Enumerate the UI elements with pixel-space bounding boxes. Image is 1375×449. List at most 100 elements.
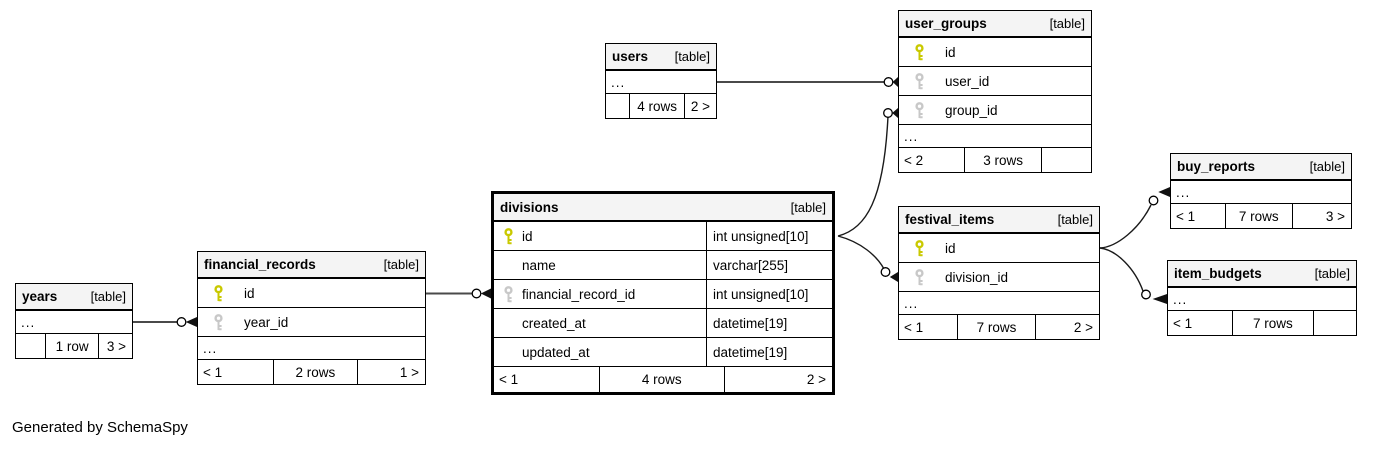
footer-children: 3 > <box>1291 204 1351 228</box>
column-name: id <box>244 285 255 301</box>
edge-years-to-financial_records-year_id <box>133 317 197 327</box>
footer-rowcount: 4 rows <box>598 367 724 392</box>
primary-key-icon <box>915 239 924 256</box>
table-name: festival_items <box>905 212 995 227</box>
table-tag: [table] <box>1309 159 1345 174</box>
table-item_budgets[interactable]: item_budgets [table] ... < 1 7 rows <box>1167 260 1357 336</box>
table-financial_records[interactable]: financial_records [table] id year_id ...… <box>197 251 426 385</box>
column-name: year_id <box>244 314 289 330</box>
table-divisions-footer: < 1 4 rows 2 > <box>494 367 832 392</box>
footer-children: 2 > <box>1035 315 1099 339</box>
table-years-footer: 1 row 3 > <box>16 334 132 358</box>
edge-users-to-user_groups <box>717 77 898 87</box>
edge-divisions-to-festival_items-division_id <box>837 235 898 282</box>
footer-rowcount: 7 rows <box>1225 204 1292 228</box>
column-type: int unsigned[10] <box>706 280 832 308</box>
table-users[interactable]: users [table] ... 4 rows 2 > <box>605 43 717 119</box>
edge-financial_records-to-divisions <box>426 288 491 299</box>
table-item_budgets-header: item_budgets [table] <box>1168 261 1356 288</box>
footer-rowcount: 4 rows <box>629 94 684 118</box>
table-tag: [table] <box>1314 266 1350 281</box>
ellipsis-row: ... <box>899 125 1091 148</box>
footer-parents: < 1 <box>1173 315 1193 331</box>
footer-parents: < 1 <box>499 372 519 387</box>
column-name: financial_record_id <box>522 286 636 302</box>
ellipsis-row: ... <box>1168 288 1356 311</box>
table-user_groups[interactable]: user_groups [table] id user_id group_id … <box>898 10 1092 173</box>
column-row: user_id <box>899 67 1091 96</box>
foreign-key-icon <box>504 285 513 302</box>
primary-key-icon <box>915 43 924 60</box>
footer-parents <box>16 334 45 358</box>
column-row: id <box>899 38 1091 67</box>
column-type: datetime[19] <box>706 309 832 337</box>
column-name: id <box>945 240 956 256</box>
footer-parents <box>606 94 629 118</box>
edge-festival_items-to-item_budgets <box>1099 247 1167 304</box>
table-financial_records-header: financial_records [table] <box>198 252 425 279</box>
ellipsis-row: ... <box>16 311 132 334</box>
column-name: name <box>522 257 556 273</box>
table-divisions-header: divisions [table] <box>494 194 832 222</box>
table-financial_records-footer: < 1 2 rows 1 > <box>198 360 425 384</box>
table-name: divisions <box>500 199 559 215</box>
column-name: group_id <box>945 102 998 118</box>
table-divisions[interactable]: divisions [table] id int unsigned[10] na… <box>491 191 835 395</box>
ellipsis-row: ... <box>606 71 716 94</box>
foreign-key-icon <box>915 268 924 285</box>
column-row: id <box>899 234 1099 263</box>
column-name: division_id <box>945 269 1009 285</box>
column-row: division_id <box>899 263 1099 292</box>
footer-parents: < 1 <box>904 319 924 335</box>
table-user_groups-header: user_groups [table] <box>899 11 1091 38</box>
table-name: buy_reports <box>1177 159 1256 174</box>
table-users-footer: 4 rows 2 > <box>606 94 716 118</box>
footer-parents: < 1 <box>203 364 223 380</box>
foreign-key-icon <box>915 101 924 118</box>
footer-parents: < 1 <box>1176 208 1196 224</box>
primary-key-icon <box>504 227 513 244</box>
table-years-header: years [table] <box>16 284 132 311</box>
table-tag: [table] <box>90 289 126 304</box>
footer-rowcount: 1 row <box>45 334 98 358</box>
ellipsis-row: ... <box>899 292 1099 315</box>
table-tag: [table] <box>1049 16 1085 31</box>
footer-rowcount: 7 rows <box>1231 311 1313 335</box>
column-name: id <box>945 44 956 60</box>
column-name: updated_at <box>522 344 590 360</box>
primary-key-icon <box>214 284 223 301</box>
table-festival_items-footer: < 1 7 rows 2 > <box>899 315 1099 339</box>
table-name: user_groups <box>905 16 987 31</box>
table-name: users <box>612 49 649 64</box>
table-buy_reports[interactable]: buy_reports [table] ... < 1 7 rows 3 > <box>1170 153 1352 229</box>
column-row: created_at datetime[19] <box>494 309 832 338</box>
footer-rowcount: 2 rows <box>272 360 357 384</box>
edge-divisions-to-user_groups-group_id <box>837 108 898 237</box>
column-row: name varchar[255] <box>494 251 832 280</box>
column-row: updated_at datetime[19] <box>494 338 832 367</box>
column-row: id int unsigned[10] <box>494 222 832 251</box>
column-row: group_id <box>899 96 1091 125</box>
table-name: financial_records <box>204 257 316 272</box>
column-row: year_id <box>198 308 425 337</box>
column-type: varchar[255] <box>706 251 832 279</box>
column-row: financial_record_id int unsigned[10] <box>494 280 832 309</box>
table-name: item_budgets <box>1174 266 1262 281</box>
table-item_budgets-footer: < 1 7 rows <box>1168 311 1356 335</box>
table-festival_items-header: festival_items [table] <box>899 207 1099 234</box>
table-tag: [table] <box>383 257 419 272</box>
table-user_groups-footer: < 2 3 rows <box>899 148 1091 172</box>
column-type: datetime[19] <box>706 338 832 366</box>
table-years[interactable]: years [table] ... 1 row 3 > <box>15 283 133 359</box>
footer-children <box>1312 311 1356 335</box>
footer-children: 3 > <box>98 334 132 358</box>
generator-note: Generated by SchemaSpy <box>12 419 188 436</box>
table-festival_items[interactable]: festival_items [table] id division_id ..… <box>898 206 1100 340</box>
table-tag: [table] <box>790 199 826 215</box>
column-name: user_id <box>945 73 990 89</box>
column-row: id <box>198 279 425 308</box>
footer-rowcount: 3 rows <box>964 148 1041 172</box>
table-users-header: users [table] <box>606 44 716 71</box>
table-tag: [table] <box>674 49 710 64</box>
footer-children: 2 > <box>723 367 832 392</box>
